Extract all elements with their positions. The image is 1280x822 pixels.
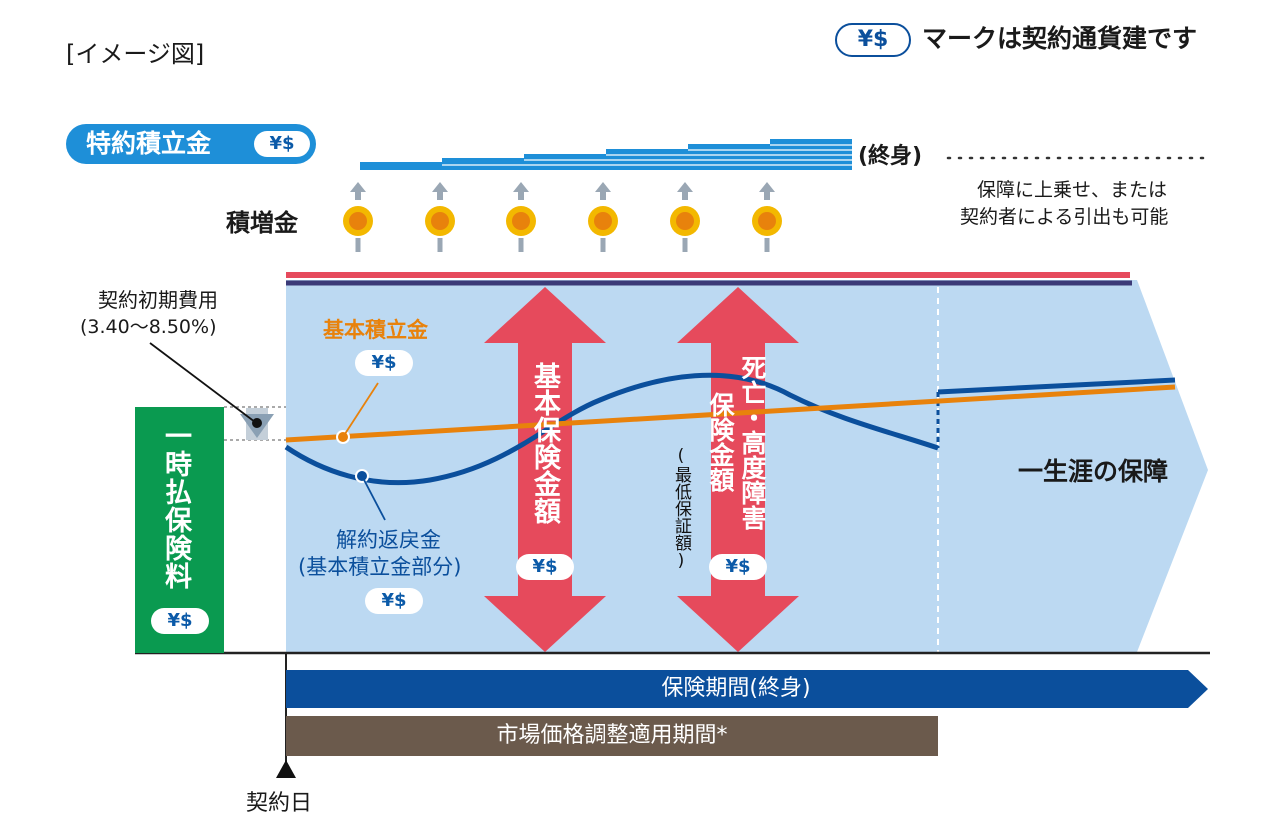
currency-legend-text: マークは契約通貨建です — [922, 24, 1198, 53]
surrender-label-1: 解約返戻金 — [336, 528, 441, 552]
lifetime-coverage-label: 一生涯の保障 — [1018, 457, 1169, 486]
rider-fund-title: 特約積立金 — [86, 129, 212, 158]
rider-fund-term: (終身) — [858, 144, 923, 169]
coin-1 — [343, 182, 373, 252]
base-fund-label: 基本積立金 — [323, 318, 428, 342]
rider-step-1 — [360, 162, 442, 170]
coin-3 — [506, 182, 536, 252]
coverage-period-label: 保険期間(終身) — [661, 676, 811, 701]
mva-period-band — [286, 716, 938, 756]
accrual-coins — [343, 182, 782, 252]
initial-cost-label: 契約初期費用 — [98, 288, 218, 312]
death-benefit-arrow — [677, 287, 799, 652]
premium-currency-mark: ¥$ — [151, 608, 209, 634]
base-sum-arrow — [484, 287, 606, 652]
base-sum-currency-mark: ¥$ — [516, 554, 574, 580]
base-fund-currency-mark: ¥$ — [355, 350, 413, 376]
death-benefit-currency-mark: ¥$ — [709, 554, 767, 580]
contract-date-label: 契約日 — [246, 791, 313, 816]
surrender-currency-mark: ¥$ — [365, 588, 423, 614]
rider-step-5 — [688, 144, 770, 170]
surrender-after-curve — [937, 377, 1176, 395]
surrender-leader — [361, 475, 386, 521]
currency-mark-badge: ¥$ — [835, 23, 911, 57]
initial-cost-rate: (3.40〜8.50%) — [80, 316, 217, 338]
rider-step-2 — [442, 158, 524, 170]
rider-step-3 — [524, 154, 606, 170]
coverage-period-band — [286, 670, 1208, 708]
surrender-value-curve — [284, 372, 939, 486]
death-benefit-label-1: 死亡・高度障害 — [738, 355, 767, 530]
premium-label: 一時払保険料 — [160, 422, 191, 590]
base-fund-leader — [342, 382, 379, 438]
image-label: [イメージ図] — [66, 40, 205, 68]
coin-4 — [588, 182, 618, 252]
initial-cost-leader — [149, 342, 256, 423]
rider-fund-currency-mark: ¥$ — [254, 131, 310, 157]
initial-cost-dot — [252, 418, 262, 428]
base-sum-label: 基本保険金額 — [529, 362, 560, 524]
coin-2 — [425, 182, 455, 252]
death-benefit-label-2: 保険金額 — [706, 392, 735, 492]
rider-fund-note-2: 契約者による引出も可能 — [960, 206, 1169, 228]
coin-6 — [752, 182, 782, 252]
accrual-label: 積増金 — [226, 209, 298, 237]
coin-5 — [670, 182, 700, 252]
base-fund-line — [285, 384, 1176, 443]
surrender-label-2: (基本積立金部分) — [298, 555, 462, 579]
death-benefit-note: (最低保証額) — [671, 446, 691, 571]
contract-date-marker — [276, 760, 296, 778]
rider-fund-note-1: 保障に上乗せ、または — [977, 179, 1168, 201]
mva-period-label: 市場価格調整適用期間* — [496, 723, 728, 748]
